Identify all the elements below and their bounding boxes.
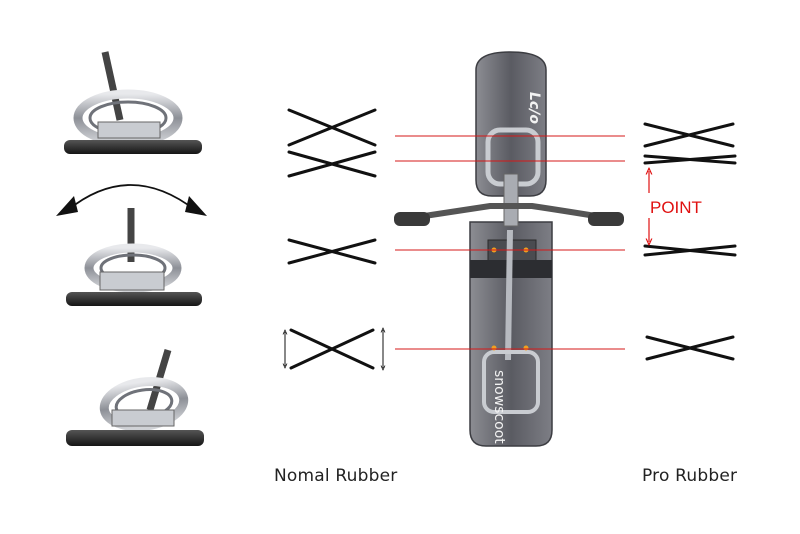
normal-rubber-caption: Nomal Rubber xyxy=(274,466,398,486)
binding-center-photo xyxy=(66,208,202,306)
guide-lines xyxy=(395,135,625,350)
pro-rubber-x-front-bottom xyxy=(643,154,737,165)
pro-rubber-x-rear xyxy=(645,335,735,361)
normal-rubber-x-front-bottom xyxy=(287,150,377,178)
board-bottom-logo: snowscoot xyxy=(491,370,507,444)
pro-rubber-marks xyxy=(643,122,737,361)
pro-rubber-x-middle xyxy=(643,244,737,257)
board-top-logo: Lc/o xyxy=(526,92,542,124)
binding-upright-photo xyxy=(64,51,202,154)
normal-rubber-x-rear xyxy=(289,328,375,370)
pro-rubber-caption: Pro Rubber xyxy=(642,466,738,486)
point-label: POINT xyxy=(650,198,702,217)
normal-rubber-marks xyxy=(287,108,377,370)
snowscoot-photo: Lc/o snowscoot xyxy=(394,51,624,447)
normal-rubber-x-middle xyxy=(287,238,377,265)
tilt-arrow-icon xyxy=(56,184,207,216)
flex-arrows-icon xyxy=(285,330,383,368)
binding-tilted-photo xyxy=(66,348,204,446)
normal-rubber-x-front-top xyxy=(287,108,377,147)
pro-rubber-x-front-top xyxy=(643,122,735,148)
